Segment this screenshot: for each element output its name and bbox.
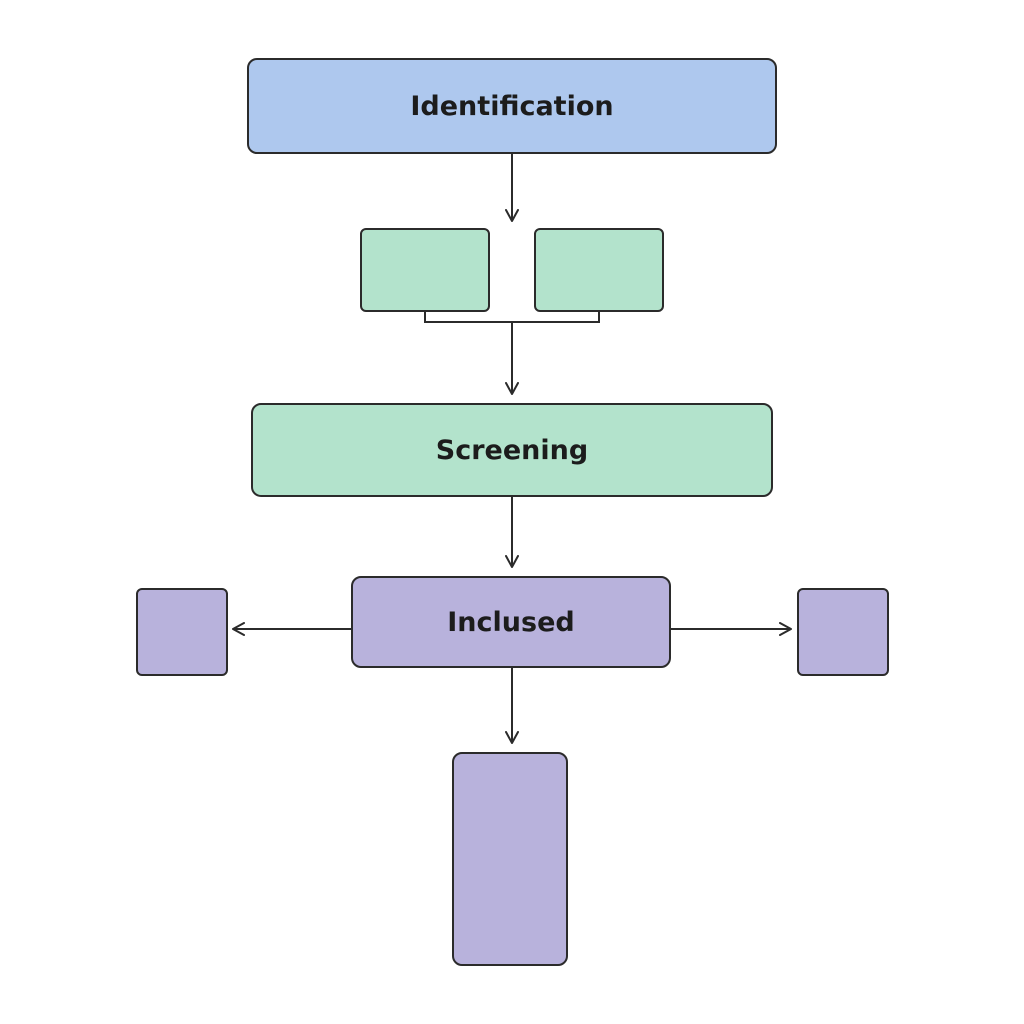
source-box-right: [534, 228, 664, 312]
identification-box: Identification: [247, 58, 777, 154]
screening-box: Screening: [251, 403, 773, 497]
merge-bracket: [424, 311, 600, 323]
source-box-left: [360, 228, 490, 312]
included-box: Inclused: [351, 576, 671, 668]
excluded-box-left: [136, 588, 228, 676]
outcome-box: [452, 752, 568, 966]
excluded-box-right: [797, 588, 889, 676]
screening-label: Screening: [435, 434, 589, 466]
included-label: Inclused: [447, 606, 575, 638]
identification-label: Identification: [410, 90, 614, 122]
